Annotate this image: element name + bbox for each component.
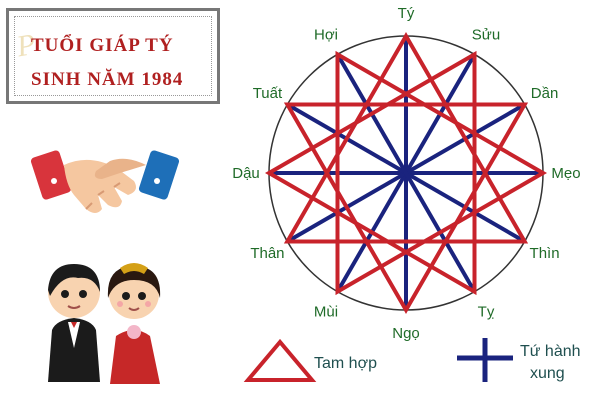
zodiac-label: Mẹo [551,165,580,182]
legend-opposition-line2: xung [530,365,565,382]
triad-triangle [283,31,529,244]
triangle-icon [243,338,317,382]
legend-opposition-line1: Tứ hành [520,343,581,360]
zodiac-label: Tý [398,5,415,22]
title-box: P TUỔI GIÁP TÝ SINH NĂM 1984 [6,8,220,104]
cross-icon [457,338,513,382]
triad-triangle [335,50,548,296]
zodiac-label: Dậu [232,165,260,182]
zodiac-label: Hợi [314,26,338,43]
zodiac-label: Ngọ [392,325,420,342]
triad-triangle [283,102,529,315]
zodiac-label: Tỵ [478,304,495,321]
zodiac-label: Thân [250,245,284,262]
handshake-icon [30,150,180,213]
zodiac-label: Sửu [472,26,500,43]
wedding-couple-icon [48,263,161,384]
zodiac-label: Mùi [314,304,338,321]
zodiac-label: Dần [531,85,559,102]
zodiac-label: Thìn [530,245,560,262]
opposition-line [335,53,477,293]
title-line-2: SINH NĂM 1984 [31,69,184,90]
triad-triangle [264,50,477,296]
title-line-1: TUỔI GIÁP TÝ [31,35,174,56]
zodiac-label: Tuất [253,85,283,102]
legend-triad-label: Tam hợp [314,355,377,372]
